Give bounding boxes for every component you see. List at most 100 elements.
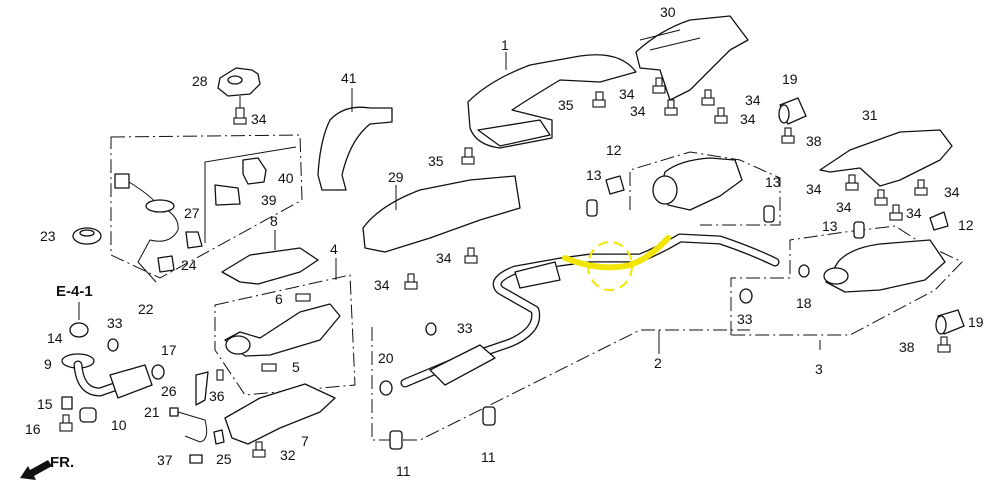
label-34j: 34 bbox=[436, 250, 452, 266]
label-21: 21 bbox=[144, 404, 160, 420]
part-1-heat-shield[interactable] bbox=[467, 54, 637, 149]
part-31-heat-shield[interactable] bbox=[819, 129, 953, 187]
part-18-gasket[interactable] bbox=[798, 264, 810, 278]
label-28: 28 bbox=[192, 73, 208, 89]
label-13c: 13 bbox=[822, 218, 838, 234]
label-3: 3 bbox=[815, 361, 823, 377]
part-23-grommet[interactable] bbox=[72, 227, 102, 245]
label-24: 24 bbox=[181, 257, 197, 273]
part-10-hanger[interactable] bbox=[79, 407, 97, 423]
part-34-bolt[interactable] bbox=[714, 107, 728, 124]
part-38-bolt[interactable] bbox=[781, 127, 795, 144]
part-19-exhaust-tip[interactable] bbox=[935, 309, 965, 335]
label-35b: 35 bbox=[428, 153, 444, 169]
part-2-exhaust-pipe[interactable] bbox=[400, 233, 780, 388]
part-4-catalytic-converter[interactable] bbox=[224, 303, 341, 357]
label-20: 20 bbox=[378, 350, 394, 366]
label-19a: 19 bbox=[782, 71, 798, 87]
part-27-clip[interactable] bbox=[185, 231, 203, 249]
part-35-bolt[interactable] bbox=[592, 91, 606, 108]
part-20-gasket[interactable] bbox=[379, 380, 393, 396]
part-25-clip[interactable] bbox=[213, 429, 225, 445]
group-3-outline bbox=[730, 225, 963, 336]
part-30-heat-shield[interactable] bbox=[635, 15, 749, 101]
label-34k: 34 bbox=[374, 277, 390, 293]
part-16-bolt[interactable] bbox=[59, 414, 73, 432]
part-36-bolt[interactable] bbox=[216, 369, 224, 381]
part-11-hanger[interactable] bbox=[482, 406, 496, 426]
part-9-front-pipe[interactable] bbox=[61, 353, 153, 399]
label-34f: 34 bbox=[806, 181, 822, 197]
part-14-gasket[interactable] bbox=[69, 322, 89, 338]
part-11-hanger[interactable] bbox=[389, 430, 403, 450]
part-34-bolt[interactable] bbox=[914, 179, 928, 196]
highlight-pipe-section bbox=[562, 235, 671, 271]
part-12-bracket[interactable] bbox=[929, 211, 949, 231]
label-33a: 33 bbox=[107, 315, 123, 331]
part-24-clip[interactable] bbox=[157, 255, 175, 273]
part-13-hanger[interactable] bbox=[586, 199, 598, 217]
label-9: 9 bbox=[44, 356, 52, 372]
label-15: 15 bbox=[37, 396, 53, 412]
label-13b: 13 bbox=[765, 174, 781, 190]
oxygen-sensor-22[interactable] bbox=[114, 173, 179, 283]
part-33-nut[interactable] bbox=[739, 288, 753, 304]
label-19b: 19 bbox=[968, 314, 984, 330]
label-34i: 34 bbox=[944, 184, 960, 200]
reference-e-4-1[interactable]: E-4-1 bbox=[56, 283, 93, 300]
part-37-sensor-plug[interactable] bbox=[189, 454, 203, 464]
part-29-heat-shield[interactable] bbox=[362, 175, 521, 253]
part-33-nut[interactable] bbox=[425, 322, 437, 336]
part-41-bracket[interactable] bbox=[317, 106, 393, 191]
label-39: 39 bbox=[261, 192, 277, 208]
rear-muffler[interactable] bbox=[823, 239, 946, 293]
label-7: 7 bbox=[301, 433, 309, 449]
part-34-bolt[interactable] bbox=[701, 89, 715, 106]
part-34-bolt[interactable] bbox=[233, 107, 247, 125]
part-6-bolt[interactable] bbox=[295, 293, 311, 302]
label-11a: 11 bbox=[396, 463, 411, 479]
part-34-bolt[interactable] bbox=[845, 174, 859, 191]
part-13-hanger[interactable] bbox=[853, 221, 865, 239]
part-28-bracket[interactable] bbox=[217, 67, 261, 108]
label-26: 26 bbox=[161, 383, 177, 399]
part-33-nut[interactable] bbox=[107, 338, 119, 352]
part-40-clip[interactable] bbox=[242, 157, 267, 185]
label-12b: 12 bbox=[958, 217, 974, 233]
label-11b: 11 bbox=[481, 449, 496, 465]
part-34-bolt[interactable] bbox=[652, 77, 666, 94]
group-2-outline bbox=[371, 327, 750, 441]
label-41: 41 bbox=[341, 70, 357, 86]
label-38b: 38 bbox=[899, 339, 915, 355]
part-17-gasket[interactable] bbox=[151, 364, 165, 380]
part-34-bolt[interactable] bbox=[664, 99, 678, 116]
label-33b: 33 bbox=[457, 320, 473, 336]
part-15-spring[interactable] bbox=[61, 396, 73, 410]
front-direction-arrow bbox=[20, 460, 52, 480]
part-34-bolt[interactable] bbox=[889, 204, 903, 221]
part-19-exhaust-tip[interactable] bbox=[778, 97, 807, 125]
part-38-bolt[interactable] bbox=[937, 336, 951, 353]
label-2: 2 bbox=[654, 355, 662, 371]
part-34-bolt[interactable] bbox=[404, 273, 418, 290]
label-34: 34 bbox=[251, 111, 267, 127]
part-5-bolt[interactable] bbox=[261, 363, 277, 372]
label-22: 22 bbox=[138, 301, 154, 317]
part-34-bolt[interactable] bbox=[464, 247, 478, 264]
label-40: 40 bbox=[278, 170, 294, 186]
part-39-clip[interactable] bbox=[214, 184, 241, 206]
oxygen-sensor-21[interactable] bbox=[169, 407, 208, 443]
resonator-muffler[interactable] bbox=[652, 157, 743, 211]
part-7-heat-shield[interactable] bbox=[224, 383, 336, 445]
part-12-bracket[interactable] bbox=[605, 175, 625, 195]
part-35-bolt[interactable] bbox=[461, 147, 475, 165]
part-26-bracket[interactable] bbox=[195, 371, 209, 406]
label-34g: 34 bbox=[836, 199, 852, 215]
label-10: 10 bbox=[111, 417, 127, 433]
label-27: 27 bbox=[184, 205, 200, 221]
part-34-bolt[interactable] bbox=[874, 189, 888, 206]
part-8-heat-shield[interactable] bbox=[221, 247, 319, 285]
label-29: 29 bbox=[388, 169, 404, 185]
part-13-hanger[interactable] bbox=[763, 205, 775, 223]
part-32-bolt[interactable] bbox=[252, 441, 266, 458]
